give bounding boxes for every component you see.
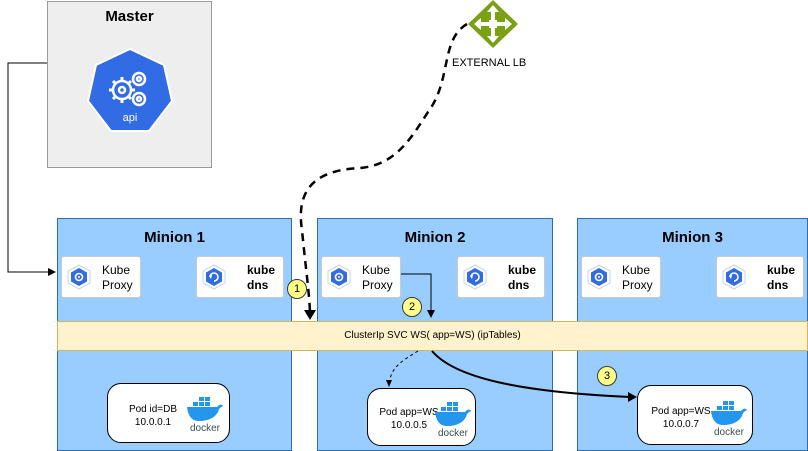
external-lb-icon — [468, 0, 518, 48]
step-badge-2: 2 — [402, 297, 422, 317]
step-badge-1: 1 — [287, 279, 307, 299]
pod-text: Pod app=WS 10.0.0.5 — [376, 406, 442, 432]
kube-dns-icon — [722, 264, 746, 290]
pod-ip: 10.0.0.7 — [662, 419, 700, 430]
external-lb-arrowhead — [304, 310, 316, 320]
pod-name: Pod app=WS — [379, 407, 439, 418]
minion-title: Minion 2 — [404, 229, 466, 246]
master-title: Master — [105, 8, 154, 25]
pod-db: Pod id=DB 10.0.0.1 docker — [107, 383, 230, 443]
master-to-minion1-connector — [7, 62, 56, 276]
pod-name: Pod app=WS — [651, 406, 711, 417]
master-node: Master api — [47, 1, 212, 168]
cluster-to-pod-ws-5-path — [388, 350, 419, 387]
cluster-to-pod-ws-5-arrowhead — [386, 380, 392, 387]
pod-name: Pod id=DB — [128, 404, 178, 415]
pod-ws: Pod app=WS 10.0.0.7 docker — [637, 385, 753, 445]
cluster-to-pod-ws-7-path — [431, 350, 631, 398]
kube-proxy-icon — [327, 264, 351, 290]
pod-ws: Pod app=WS 10.0.0.5 docker — [367, 388, 476, 446]
kube-proxy-icon — [67, 264, 91, 290]
pod-text: Pod id=DB 10.0.0.1 — [118, 403, 188, 429]
kube-proxy-icon — [587, 264, 611, 290]
docker-icon: docker — [435, 402, 471, 439]
proxy-to-cluster-connector — [401, 273, 435, 318]
pod-ip: 10.0.0.1 — [134, 417, 172, 428]
docker-icon: docker — [187, 397, 223, 434]
kube-dns-icon — [463, 264, 487, 290]
svg-text:docker: docker — [190, 423, 221, 434]
external-lb-traffic-path — [299, 22, 468, 313]
step-badge-3: 3 — [597, 366, 617, 386]
pod-ip: 10.0.0.5 — [390, 420, 428, 431]
cluster-ip-label: ClusterIp SVC WS( app=WS) (ipTables) — [344, 330, 521, 341]
pod-text: Pod app=WS 10.0.0.7 — [646, 405, 716, 431]
minion-title: Minion 3 — [662, 229, 723, 246]
svg-text:docker: docker — [438, 428, 469, 439]
docker-icon: docker — [711, 401, 747, 438]
kubernetes-api-icon: api — [86, 47, 174, 132]
svg-text:docker: docker — [714, 427, 745, 438]
kube-dns-icon — [202, 264, 226, 290]
minion-title: Minion 1 — [144, 229, 205, 246]
cluster-to-pod-ws-7-arrowhead — [628, 392, 637, 402]
external-lb-label: EXTERNAL LB — [452, 57, 527, 69]
api-label: api — [123, 112, 138, 124]
